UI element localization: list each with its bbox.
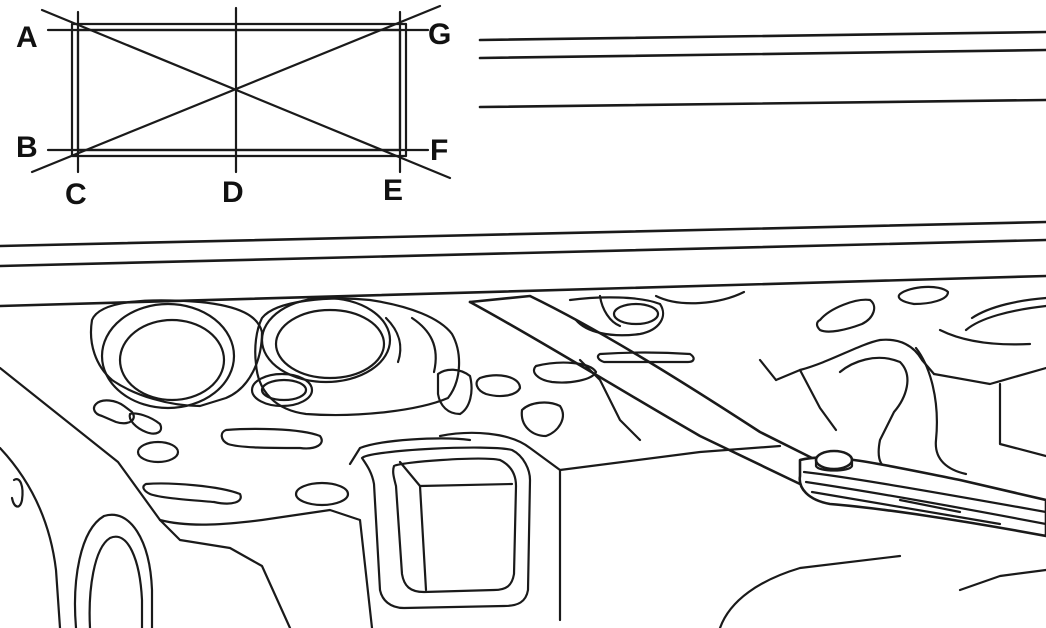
cylinder-head-block <box>0 285 1046 628</box>
feeler-gauge <box>468 294 1046 538</box>
label-f: F <box>430 134 448 167</box>
label-e: E <box>383 174 403 207</box>
precision-straight-edge <box>0 220 1046 308</box>
label-d: D <box>222 176 244 209</box>
feeler-blade-bottom <box>468 300 802 486</box>
diagonal-2 <box>30 4 442 174</box>
valve-seat-1 <box>100 302 236 410</box>
feeler-pivot-rivet <box>814 449 854 471</box>
feeler-handle <box>798 456 1046 538</box>
label-a: A <box>16 21 38 54</box>
label-b: B <box>16 131 38 164</box>
label-c: C <box>65 178 87 211</box>
valve-seat-2 <box>260 296 392 384</box>
feeler-blade-top <box>468 294 814 460</box>
measurement-grid: A B C D E F G <box>16 4 452 211</box>
diagonal-1 <box>40 8 452 180</box>
straight-edge-lines <box>478 30 1046 109</box>
label-g: G <box>428 18 451 51</box>
grid-outer-rect <box>70 22 408 158</box>
boss-outer <box>360 446 532 610</box>
boss-inner <box>392 457 518 594</box>
